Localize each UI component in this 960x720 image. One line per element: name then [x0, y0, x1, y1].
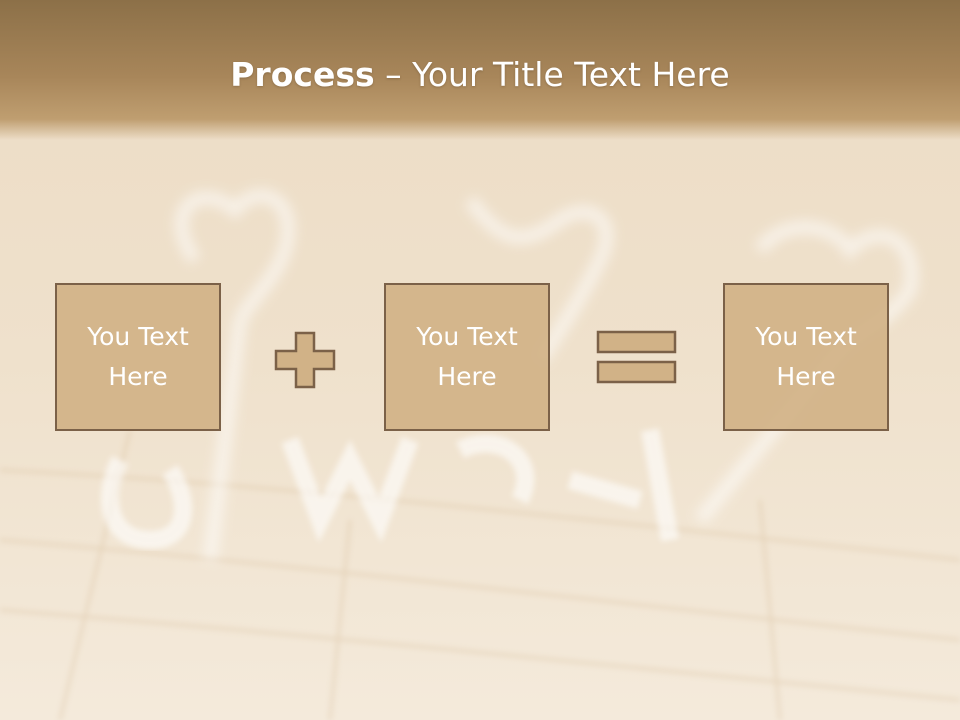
process-box-1[interactable]: You Text Here — [55, 283, 221, 431]
process-box-3[interactable]: You Text Here — [723, 283, 889, 431]
plus-icon — [274, 331, 336, 389]
title-bold: Process — [230, 55, 375, 94]
process-box-2-text: You Text Here — [416, 322, 518, 391]
slide-title: Process – Your Title Text Here — [0, 52, 960, 98]
process-box-2[interactable]: You Text Here — [384, 283, 550, 431]
equals-icon — [596, 330, 677, 384]
title-band — [0, 0, 960, 140]
process-box-3-text: You Text Here — [755, 322, 857, 391]
title-separator: – — [374, 55, 413, 94]
process-box-1-text: You Text Here — [87, 322, 189, 391]
title-rest: Your Title Text Here — [412, 55, 730, 94]
